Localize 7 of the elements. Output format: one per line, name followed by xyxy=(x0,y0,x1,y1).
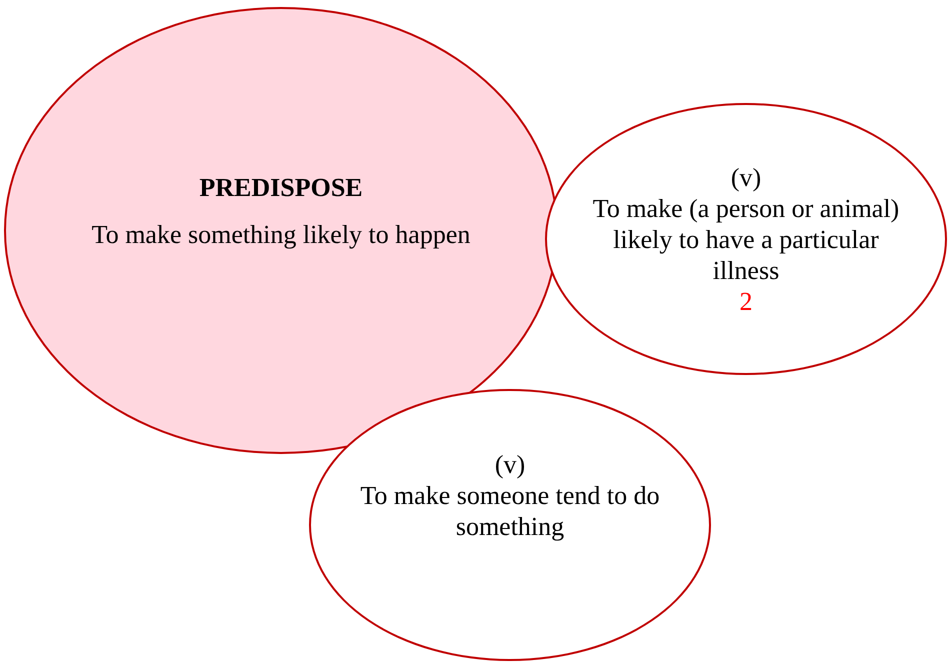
part-of-speech-text: (v) xyxy=(494,448,526,480)
definition-text: To make (a person or animal) likely to have a particular illness xyxy=(592,192,900,286)
part-of-speech-text: (v) xyxy=(730,162,762,192)
sense-number: 2 xyxy=(740,286,752,316)
definition-text: To make something likely to happen xyxy=(92,218,470,250)
definition-text: To make someone tend to do something xyxy=(359,480,661,542)
title-text: PREDISPOSE xyxy=(199,172,363,202)
